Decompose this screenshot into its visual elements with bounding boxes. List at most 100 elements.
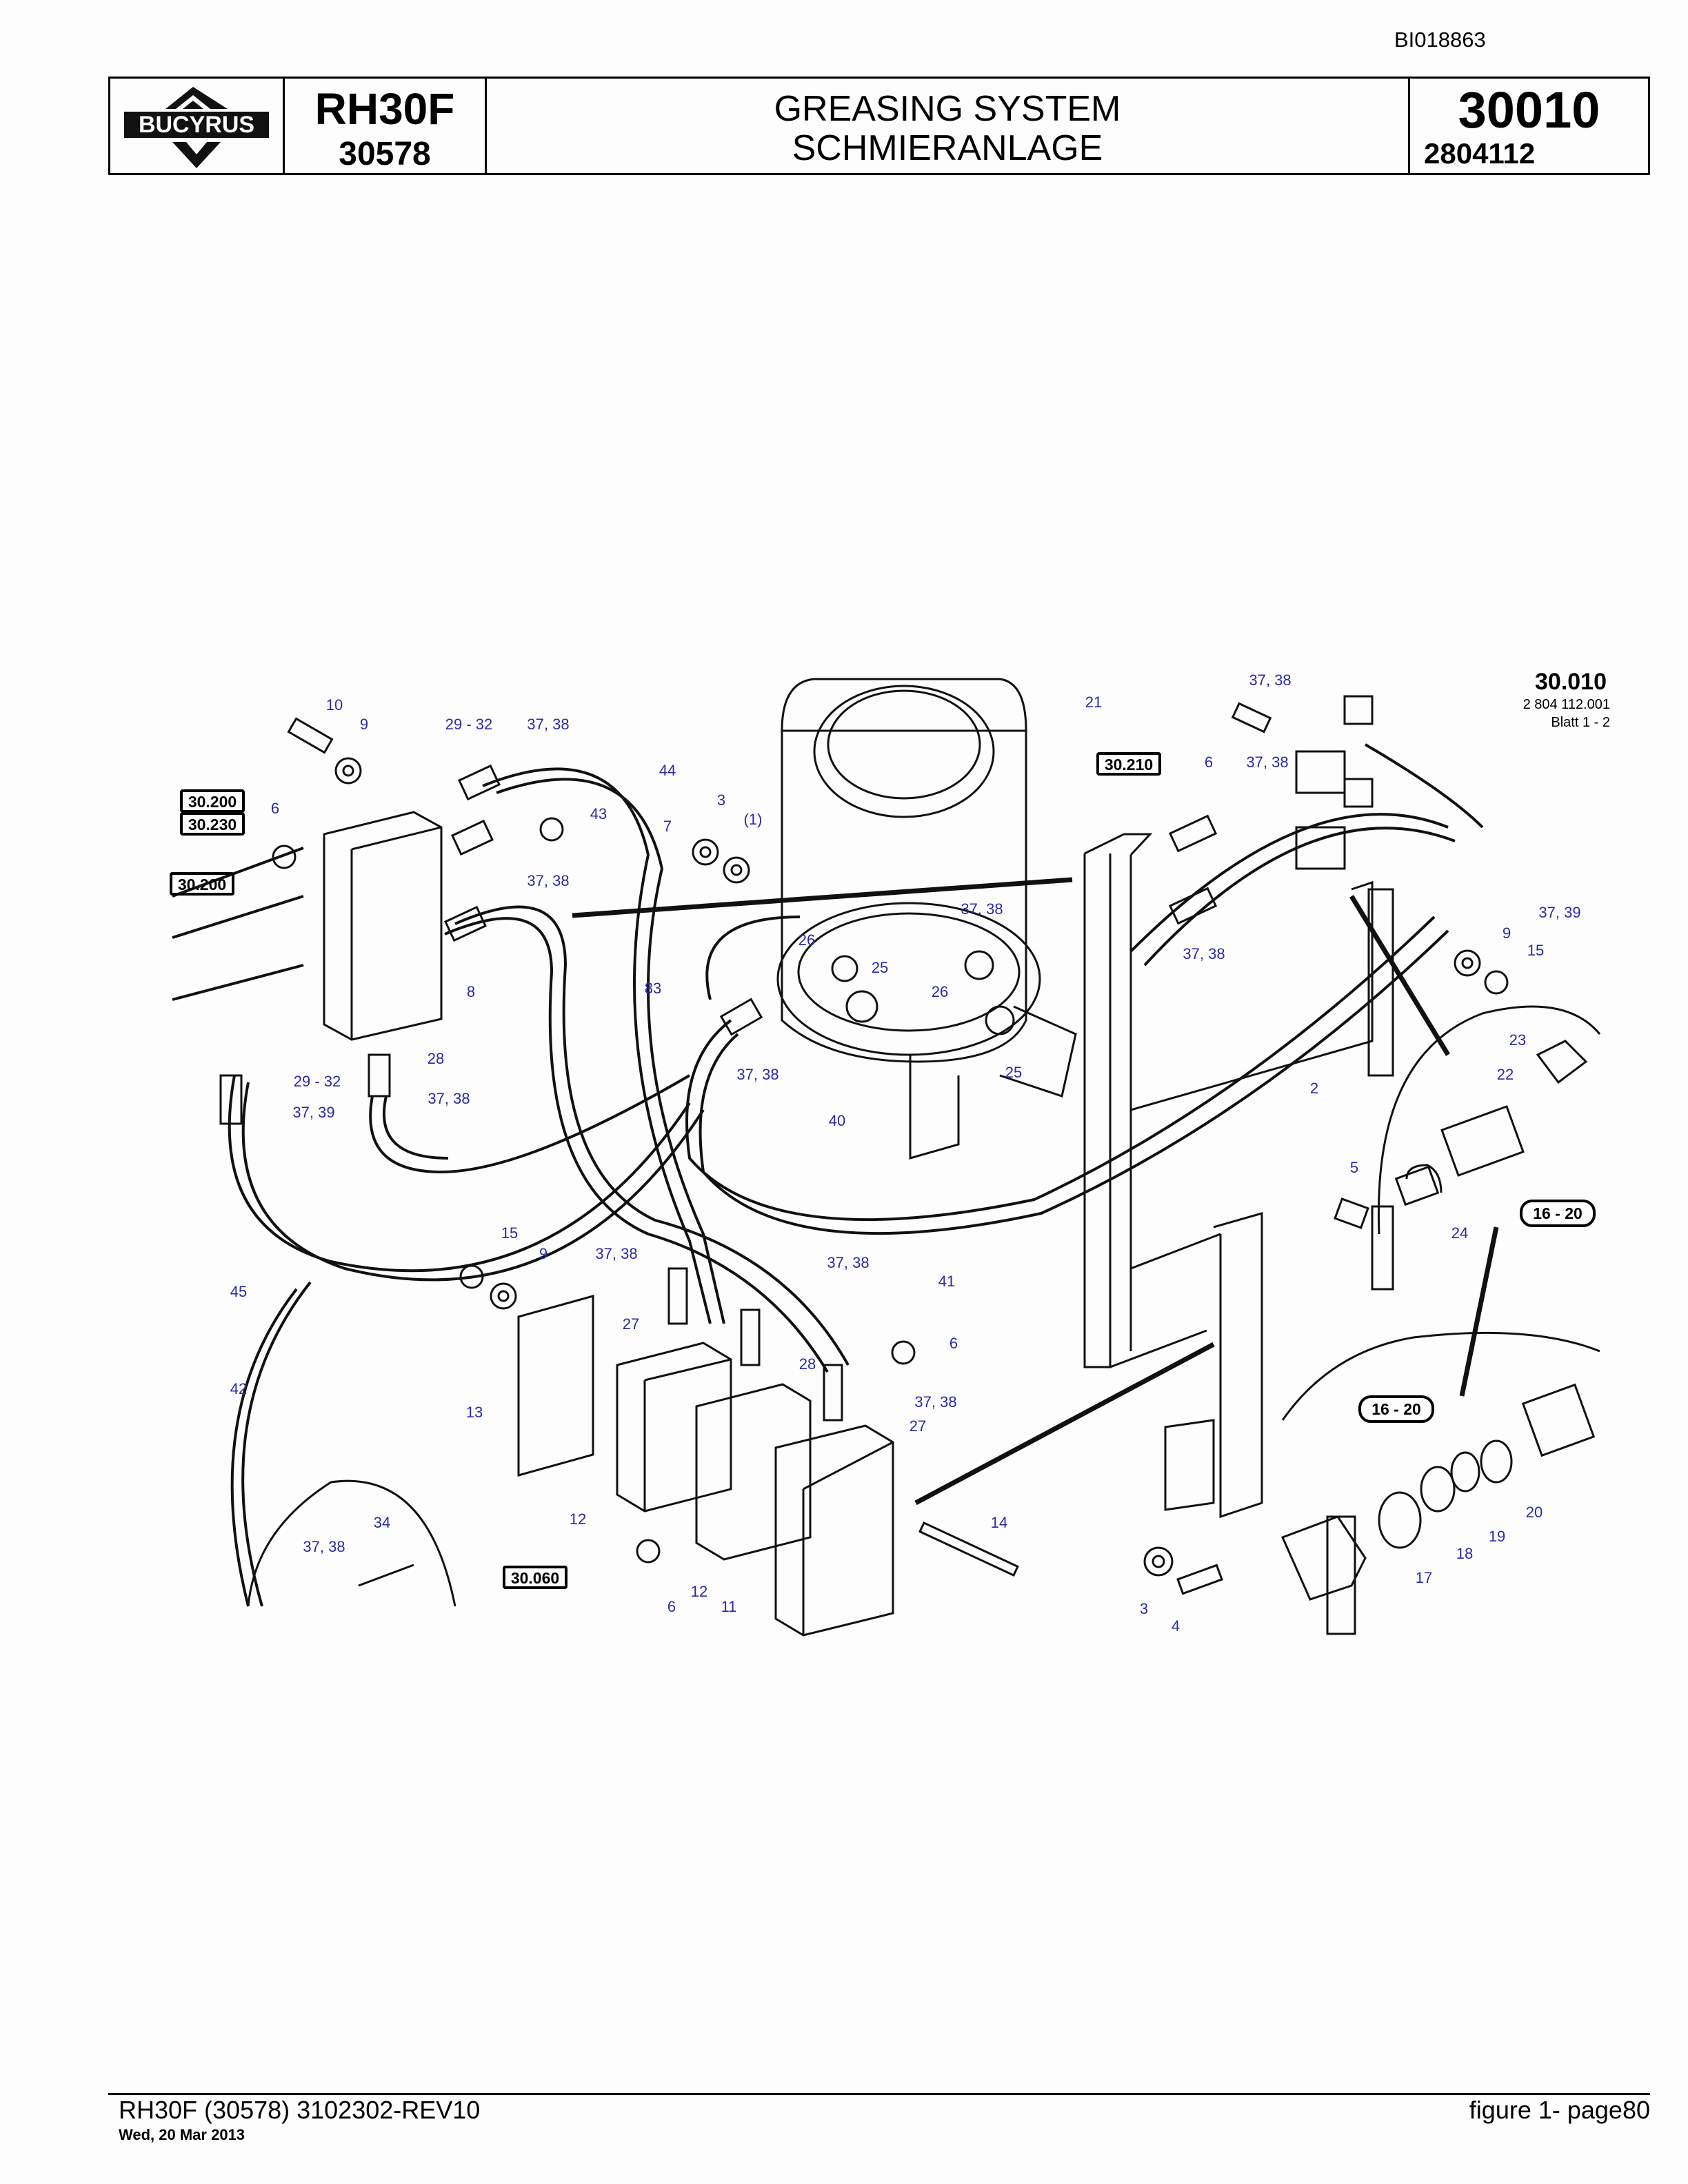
title-german: SCHMIERANLAGE (792, 128, 1103, 168)
callout-label: 9 (360, 716, 368, 733)
callout-label: 10 (326, 696, 343, 714)
callout-label: 28 (799, 1355, 816, 1373)
title-cell: GREASING SYSTEM SCHMIERANLAGE (487, 79, 1410, 173)
number-cell: 30010 2804112 (1410, 79, 1648, 173)
callout-label: 15 (1527, 942, 1544, 959)
callout-label: 44 (659, 762, 676, 779)
callout-label: (1) (744, 811, 763, 828)
callout-label: 9 (539, 1245, 547, 1262)
callout-label: 25 (1005, 1064, 1022, 1081)
callout-label: 37, 39 (292, 1104, 334, 1121)
detail-views (247, 1005, 1601, 1635)
callout-label: 11 (721, 1598, 737, 1615)
callout-label: 37, 38 (961, 900, 1003, 918)
callout-label: 17 (1416, 1569, 1432, 1586)
footer-rule (108, 2093, 1650, 2095)
callout-label: 7 (663, 818, 672, 835)
callout-label: 37, 38 (595, 1245, 637, 1262)
brand-logo: BUCYRUS (110, 79, 285, 173)
callout-label: 83 (645, 980, 661, 997)
hoses (172, 743, 1484, 1607)
callout-label: 37, 39 (1538, 904, 1580, 921)
callout-label: 13 (466, 1404, 483, 1421)
callout-label: 43 (590, 805, 607, 822)
callout-label: 3 (1140, 1600, 1148, 1617)
callout-label: 37, 38 (1246, 754, 1288, 771)
figure-part: 2 804 112.001 (1523, 697, 1610, 712)
callout-label: 27 (623, 1315, 639, 1333)
callout-label: 25 (872, 959, 888, 976)
svg-text:BUCYRUS: BUCYRUS (139, 112, 254, 138)
callout-label: 37, 38 (1183, 945, 1225, 962)
hardware (272, 702, 1509, 1595)
callout-label: 37, 38 (914, 1393, 956, 1410)
callout-label: 2 (1310, 1080, 1318, 1097)
bucyrus-logo-icon: BUCYRUS (124, 86, 269, 168)
callout-label: 5 (1350, 1159, 1358, 1176)
title-block: BUCYRUS RH30F 30578 GREASING SYSTEM SCHM… (108, 77, 1650, 175)
callout-label: 20 (1526, 1504, 1543, 1521)
callout-label: 37, 38 (827, 1254, 869, 1271)
callout-label: 28 (428, 1050, 444, 1067)
grease-barrel (776, 678, 1077, 1160)
callout-label: 14 (991, 1514, 1007, 1531)
callout-label: 19 (1489, 1528, 1505, 1545)
document-id: BI018863 (1394, 28, 1486, 52)
callout-label: 37, 38 (527, 716, 569, 733)
reference-boxes: 30.200 30.230 30.200 30.210 30.060 16 - … (170, 752, 1596, 1589)
footer-page: figure 1- page80 (1469, 2096, 1650, 2124)
callout-label: 21 (1085, 694, 1102, 711)
callout-label: 41 (938, 1273, 955, 1290)
callout-label: 22 (1497, 1066, 1514, 1083)
callout-label: 37, 38 (527, 872, 569, 889)
callout-label: 26 (798, 931, 815, 949)
callout-label: 12 (570, 1510, 586, 1528)
callout-label: 6 (667, 1598, 676, 1615)
ref-30-200-b: 30.200 (178, 876, 226, 893)
callout-label: 6 (271, 800, 279, 817)
callout-label: 9 (1503, 924, 1511, 942)
serial-number: 30578 (339, 136, 431, 172)
title-english: GREASING SYSTEM (774, 89, 1121, 129)
callout-label: 24 (1451, 1224, 1468, 1242)
ref-16-20-a: 16 - 20 (1533, 1204, 1582, 1222)
callout-label: 6 (950, 1335, 958, 1352)
callout-label: 34 (374, 1514, 390, 1531)
callout-label: 15 (501, 1224, 518, 1242)
figure-sheet: Blatt 1 - 2 (1551, 715, 1610, 730)
fittings (219, 695, 1374, 1422)
ref-30-200-a: 30.200 (188, 793, 237, 811)
ref-30-210: 30.210 (1105, 756, 1153, 774)
figure-id: 30.010 (1535, 669, 1607, 695)
callout-label: 8 (467, 983, 475, 1000)
callout-label: 42 (230, 1380, 247, 1397)
model-name: RH30F (314, 84, 455, 134)
callout-label: 45 (230, 1283, 247, 1300)
callout-label: 12 (691, 1583, 707, 1600)
callout-label: 29 - 32 (294, 1073, 341, 1090)
model-cell: RH30F 30578 (285, 79, 487, 173)
callout-label: 37, 38 (303, 1538, 345, 1555)
mounting-frame (1083, 833, 1394, 1519)
callout-label: 18 (1456, 1545, 1473, 1562)
group-number: 30010 (1458, 81, 1600, 139)
callout-label: 37, 38 (428, 1090, 470, 1107)
callout-label: 40 (829, 1112, 845, 1129)
callout-label: 37, 38 (1249, 671, 1291, 689)
callout-label: 26 (932, 983, 948, 1000)
callout-label: 6 (1205, 754, 1213, 771)
callout-label: 27 (910, 1417, 926, 1435)
callout-label: 29 - 32 (445, 716, 493, 733)
leader-lines-heavy (572, 877, 1499, 1506)
callout-label: 4 (1172, 1617, 1180, 1635)
footer-document-ref: RH30F (30578) 3102302-REV10 (119, 2096, 481, 2124)
ref-16-20-b: 16 - 20 (1372, 1400, 1421, 1418)
callout-label: 23 (1509, 1031, 1526, 1049)
distributor-blocks (323, 811, 894, 1637)
callout-label: 37, 38 (736, 1066, 778, 1083)
callout-label: 3 (717, 791, 725, 809)
ref-30-230: 30.230 (188, 816, 237, 833)
part-number: 2804112 (1424, 137, 1536, 170)
